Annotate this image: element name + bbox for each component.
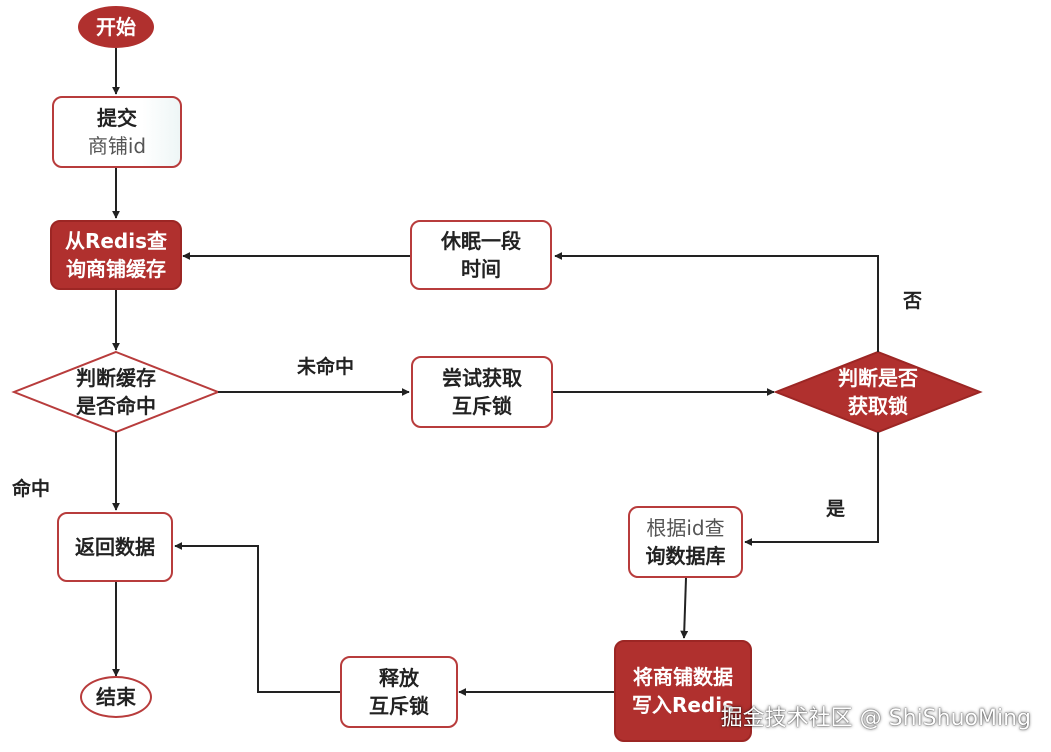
- watermark: 掘金技术社区 @ ShiShuoMing: [720, 706, 1031, 731]
- release-lock-line1: 释放: [379, 666, 419, 690]
- submit-shop-id-node: 提交 商铺id: [52, 96, 182, 168]
- return-data-node: 返回数据: [57, 512, 173, 582]
- try-lock-line1: 尝试获取: [442, 366, 522, 390]
- return-data-label: 返回数据: [75, 535, 155, 559]
- check-cache-text: 判断缓存 是否命中: [36, 364, 196, 420]
- edge-label-no: 否: [903, 290, 923, 312]
- query-redis-line2: 询商铺缓存: [66, 257, 166, 281]
- check-lock-line2: 获取锁: [848, 394, 908, 418]
- release-lock-node: 释放 互斥锁: [340, 656, 458, 728]
- check-lock-line1: 判断是否: [838, 366, 918, 390]
- query-db-line2: 询数据库: [645, 544, 726, 568]
- end-label: 结束: [96, 685, 136, 709]
- start-node: 开始: [78, 6, 154, 48]
- sleep-node: 休眠一段 时间: [410, 220, 552, 290]
- try-lock-node: 尝试获取 互斥锁: [411, 356, 553, 428]
- query-redis-line1: 从Redis查: [64, 229, 168, 253]
- end-node: 结束: [80, 676, 152, 718]
- query-db-line1: 根据id查: [646, 516, 725, 540]
- query-db-node: 根据id查 询数据库: [628, 506, 743, 578]
- write-redis-line2: 写入Redis: [631, 693, 735, 717]
- edge-label-miss: 未命中: [297, 356, 355, 378]
- edge-release-return: [174, 542, 340, 693]
- edge-label-yes: 是: [826, 498, 846, 520]
- submit-line2: 商铺id: [87, 134, 147, 158]
- write-redis-node: 将商铺数据 写入Redis: [614, 640, 752, 742]
- query-redis-node: 从Redis查 询商铺缓存: [50, 220, 182, 290]
- check-cache-line2: 是否命中: [76, 394, 156, 418]
- sleep-line1: 休眠一段: [441, 229, 521, 253]
- write-redis-line1: 将商铺数据: [633, 665, 733, 689]
- edge-checklock-querydb: [744, 432, 879, 546]
- submit-line1: 提交: [97, 106, 137, 130]
- release-lock-line2: 互斥锁: [369, 694, 429, 718]
- check-lock-text: 判断是否 获取锁: [798, 364, 958, 420]
- sleep-line2: 时间: [461, 257, 501, 281]
- try-lock-line2: 互斥锁: [452, 394, 512, 418]
- edge-label-hit: 命中: [12, 478, 51, 500]
- edge-querydb-write: [680, 577, 689, 639]
- edge-checklock-sleep: [554, 252, 879, 352]
- start-label: 开始: [96, 15, 136, 39]
- check-cache-line1: 判断缓存: [76, 366, 156, 390]
